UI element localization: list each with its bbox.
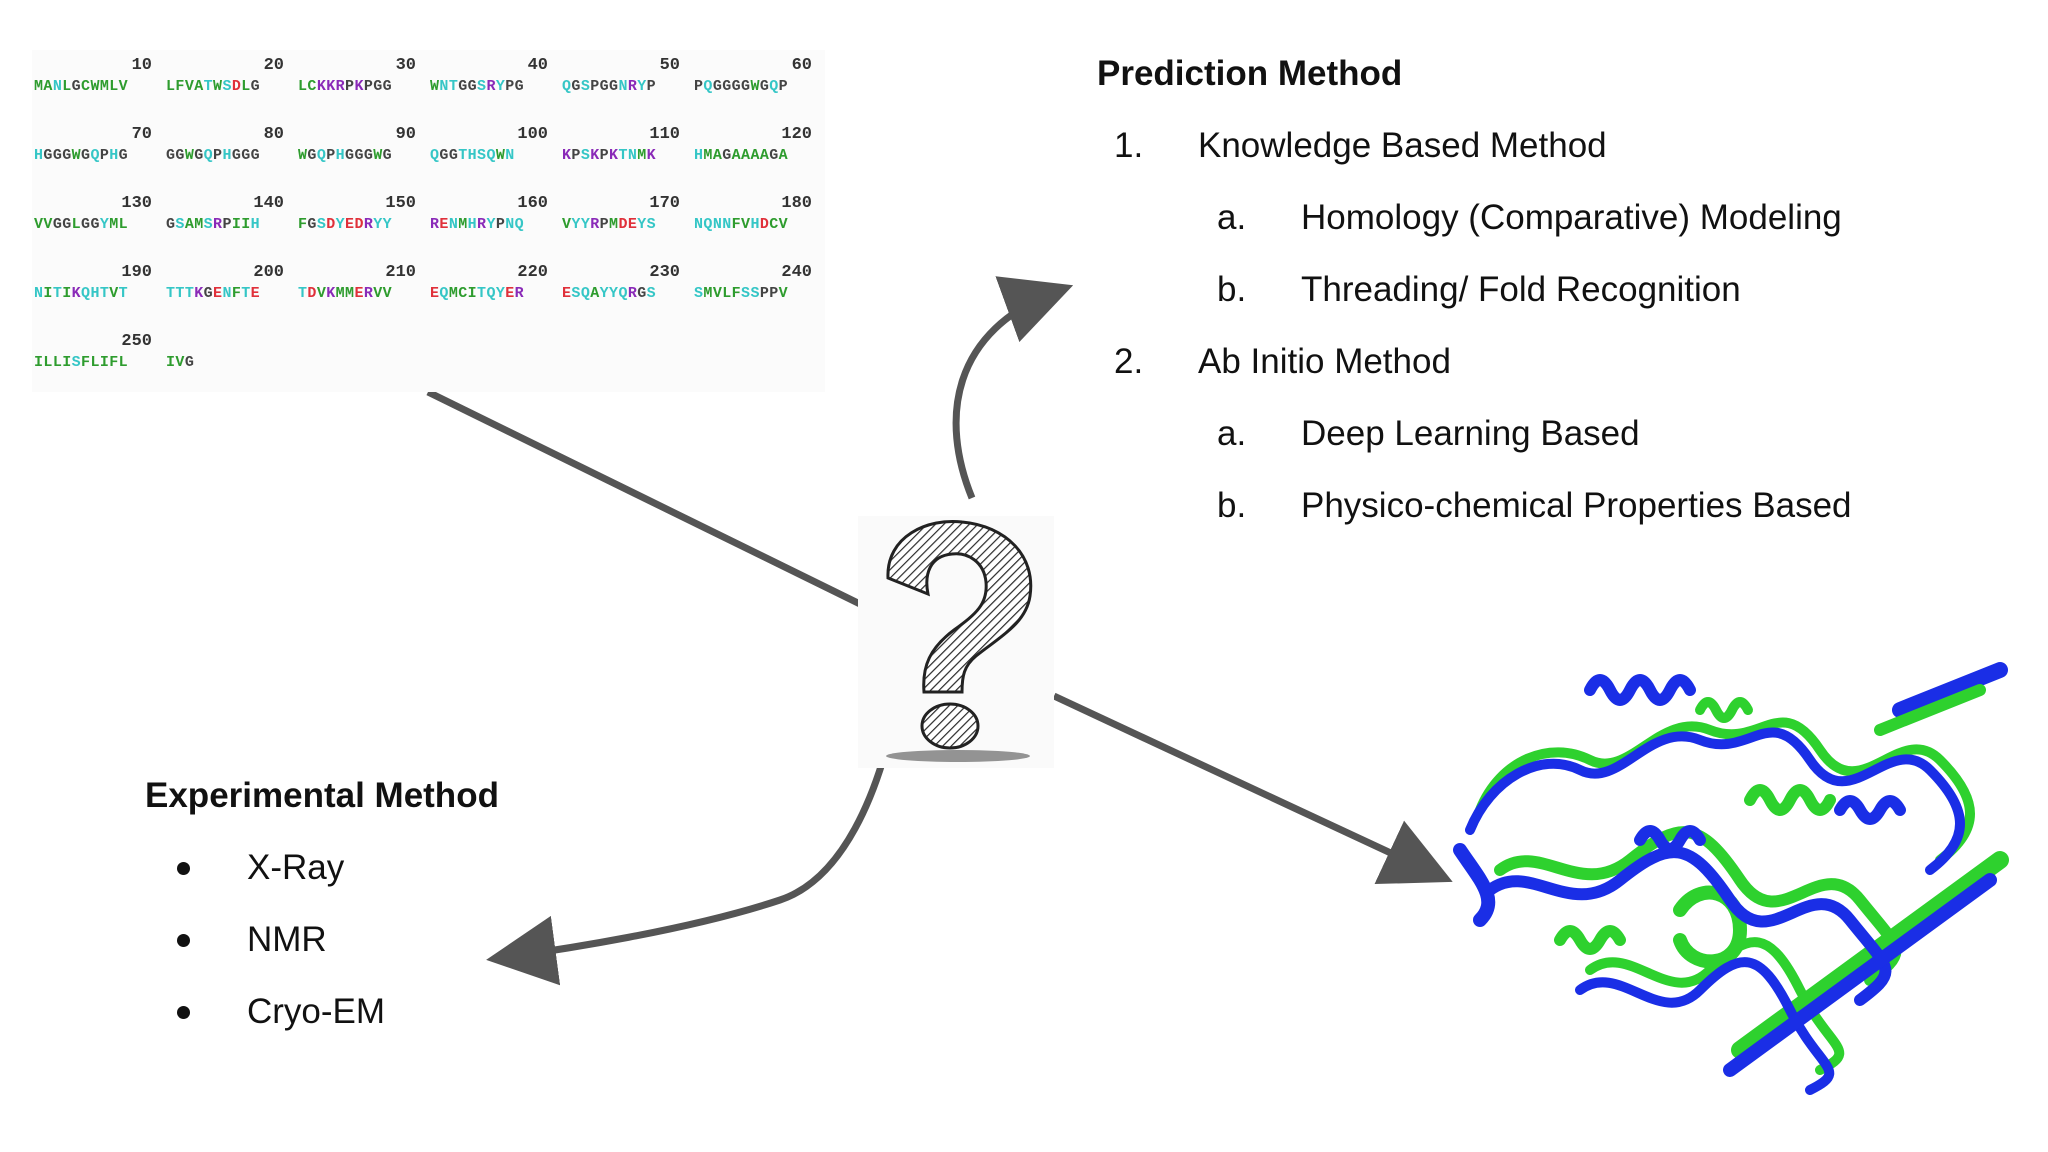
position-number: 60 bbox=[791, 56, 812, 75]
position-number: 210 bbox=[385, 263, 416, 282]
position-number: 110 bbox=[649, 125, 680, 144]
position-number: 250 bbox=[121, 332, 152, 351]
list-item-knowledge-based: Knowledge Based Method bbox=[1198, 126, 1607, 165]
position-number-row: 10 20 30 40 50 60 bbox=[32, 56, 825, 76]
residue-group: WGQPHGGGWG bbox=[298, 147, 393, 164]
position-number-row: 190 200 210 220 230 240 bbox=[32, 263, 825, 283]
residue-group: WNTGGSRYPG bbox=[430, 78, 525, 95]
list-item-physico-chemical: Physico-chemical Properties Based bbox=[1301, 486, 1852, 525]
position-number: 40 bbox=[527, 56, 548, 75]
list-item-xray: X-Ray bbox=[247, 848, 345, 887]
position-number: 160 bbox=[517, 194, 548, 213]
list-marker: 1. bbox=[1114, 126, 1144, 165]
residue-group: RENMHRYPNQ bbox=[430, 216, 525, 233]
prediction-method-title: Prediction Method bbox=[1097, 54, 1403, 93]
residue-group: NQNNFVHDCV bbox=[694, 216, 789, 233]
position-number-row: 70 80 90 100 110 120 bbox=[32, 125, 825, 145]
position-number: 230 bbox=[649, 263, 680, 282]
list-marker: 2. bbox=[1114, 342, 1144, 381]
residue-group: GGWGQPHGGG bbox=[166, 147, 261, 164]
list-item-nmr: NMR bbox=[247, 920, 327, 959]
residue-group: HMAGAAAAGA bbox=[694, 147, 789, 164]
list-item-deep-learning: Deep Learning Based bbox=[1301, 414, 1640, 453]
bullet-icon bbox=[177, 1006, 190, 1019]
position-number: 20 bbox=[263, 56, 284, 75]
list-marker: b. bbox=[1217, 486, 1247, 525]
residue-group: PQGGGGWGQP bbox=[694, 78, 789, 95]
residue-group: QGGTHSQWN bbox=[430, 147, 515, 164]
residue-group: ILLISFLIFL bbox=[34, 354, 129, 371]
residue-group: FGSDYEDRYY bbox=[298, 216, 393, 233]
residue-group: EQMCITQYER bbox=[430, 285, 525, 302]
position-number: 70 bbox=[131, 125, 152, 144]
residue-group: LCKKRPKPGG bbox=[298, 78, 393, 95]
position-number: 90 bbox=[395, 125, 416, 144]
residue-group: KPSKPKTNMK bbox=[562, 147, 657, 164]
position-number-row: 250 bbox=[32, 332, 825, 352]
residue-group: TDVKMMERVV bbox=[298, 285, 393, 302]
residue-group: SMVLFSSPPV bbox=[694, 285, 789, 302]
position-number: 120 bbox=[781, 125, 812, 144]
list-item-homology-modeling: Homology (Comparative) Modeling bbox=[1301, 198, 1842, 237]
list-marker: b. bbox=[1217, 270, 1247, 309]
experimental-method-title: Experimental Method bbox=[145, 776, 499, 815]
position-number: 10 bbox=[131, 56, 152, 75]
position-number: 140 bbox=[253, 194, 284, 213]
question-mark-icon bbox=[858, 516, 1054, 768]
position-number-row: 130 140 150 160 170 180 bbox=[32, 194, 825, 214]
arrow-to-structure bbox=[1052, 692, 1453, 885]
position-number: 220 bbox=[517, 263, 548, 282]
bullet-icon bbox=[177, 862, 190, 875]
residue-group: LFVATWSDLG bbox=[166, 78, 261, 95]
residue-group: VYYRPMDEYS bbox=[562, 216, 657, 233]
position-number: 130 bbox=[121, 194, 152, 213]
position-number: 170 bbox=[649, 194, 680, 213]
position-number: 200 bbox=[253, 263, 284, 282]
residue-group: VVGGLGGYML bbox=[34, 216, 129, 233]
list-item-cryo-em: Cryo-EM bbox=[247, 992, 386, 1031]
list-marker: a. bbox=[1217, 198, 1247, 237]
position-number: 240 bbox=[781, 263, 812, 282]
residue-group: ESQAYYQRGS bbox=[562, 285, 657, 302]
protein-structure-image bbox=[1453, 662, 2009, 1095]
residue-group: MANLGCWMLV bbox=[34, 78, 129, 95]
residue-group: TTTKGENFTE bbox=[166, 285, 261, 302]
residue-group: NITIKQHTVT bbox=[34, 285, 129, 302]
position-number: 150 bbox=[385, 194, 416, 213]
position-number: 50 bbox=[659, 56, 680, 75]
list-item-ab-initio: Ab Initio Method bbox=[1198, 342, 1451, 381]
position-number: 190 bbox=[121, 263, 152, 282]
list-item-threading: Threading/ Fold Recognition bbox=[1301, 270, 1741, 309]
position-number: 100 bbox=[517, 125, 548, 144]
residue-group: HGGGWGQPHG bbox=[34, 147, 129, 164]
arrow-sequence-to-question bbox=[426, 388, 862, 608]
position-number: 30 bbox=[395, 56, 416, 75]
residue-group: QGSPGGNRYP bbox=[562, 78, 657, 95]
arrow-to-prediction bbox=[952, 276, 1074, 500]
arrow-to-experimental bbox=[486, 687, 904, 986]
residue-group: GSAMSRPIIH bbox=[166, 216, 261, 233]
residue-group: IVG bbox=[166, 354, 195, 371]
position-number: 80 bbox=[263, 125, 284, 144]
list-marker: a. bbox=[1217, 414, 1247, 453]
bullet-icon bbox=[177, 934, 190, 947]
position-number: 180 bbox=[781, 194, 812, 213]
